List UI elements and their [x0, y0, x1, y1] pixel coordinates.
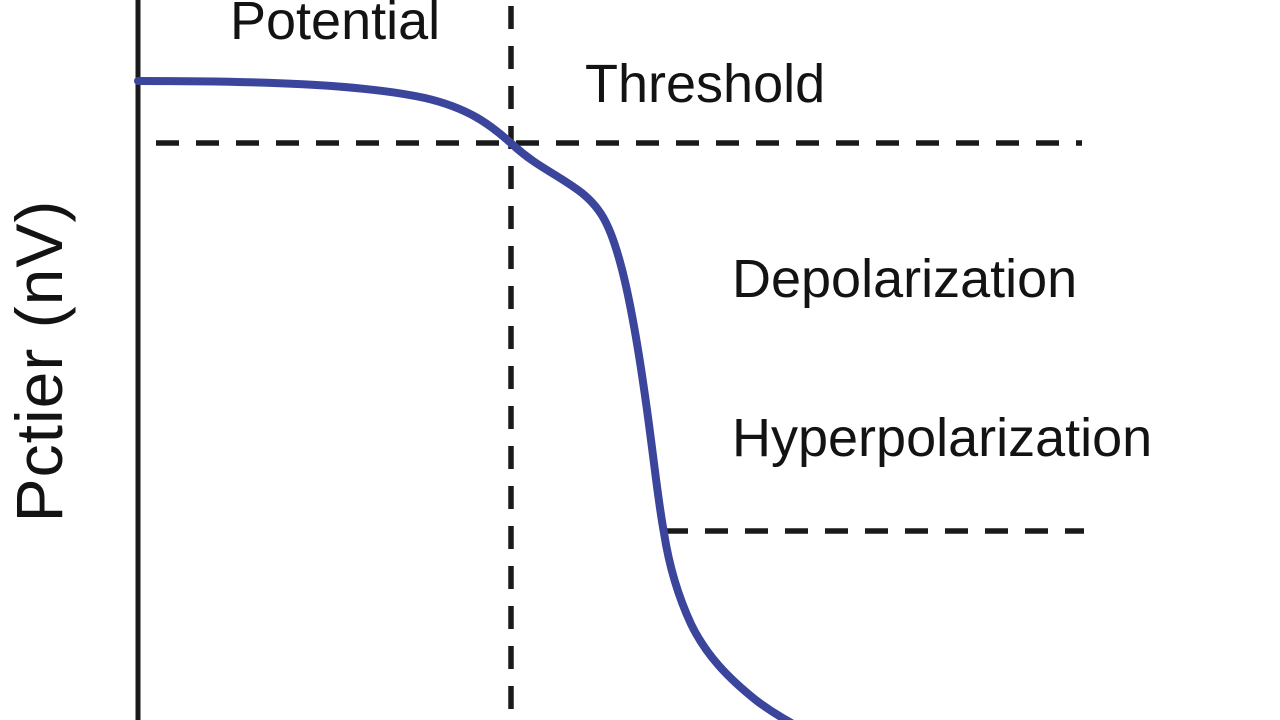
- membrane-potential-curve: [134, 77, 795, 720]
- label-threshold: Threshold: [585, 54, 826, 114]
- y-axis-label: Pctier (nV): [2, 199, 76, 523]
- label-depolarization: Depolarization: [732, 249, 1078, 309]
- label-potential: Potential: [230, 0, 441, 51]
- label-hyperpolarization: Hyperpolarization: [732, 408, 1153, 468]
